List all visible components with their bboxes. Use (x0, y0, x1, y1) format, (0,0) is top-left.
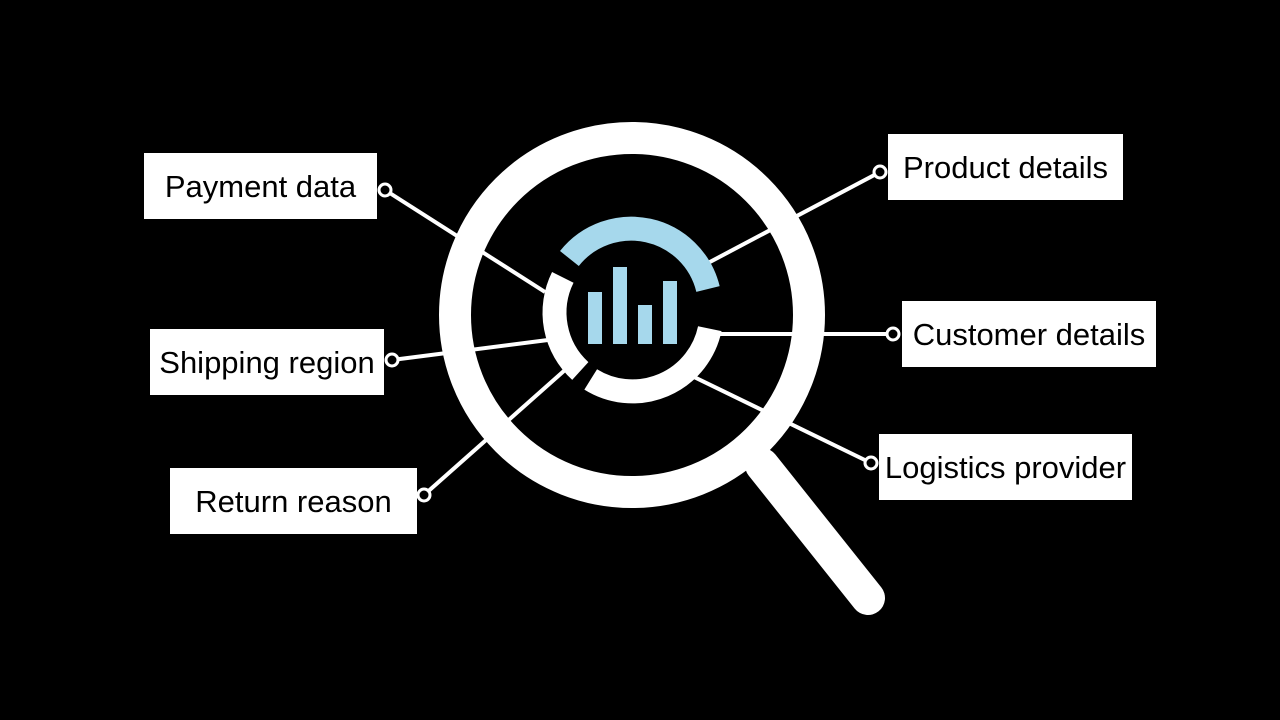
connector-lines (383, 170, 893, 497)
node-product (872, 164, 888, 180)
label-customer-details: Customer details (902, 301, 1156, 367)
connector-shipping (391, 338, 549, 362)
bar-1 (588, 292, 602, 344)
node-payment (377, 182, 393, 198)
bar-3 (638, 305, 652, 344)
node-logistics (863, 455, 879, 471)
label-payment-data: Payment data (144, 153, 377, 219)
ring-gauge-icon (542, 216, 722, 404)
bar-chart-icon (588, 267, 677, 344)
node-customer (885, 326, 901, 342)
connector-payment (383, 188, 547, 294)
bar-4 (663, 281, 677, 344)
label-return-reason: Return reason (170, 468, 417, 534)
label-logistics-provider: Logistics provider (879, 434, 1132, 500)
connector-product (707, 170, 881, 265)
magnifying-glass-icon (439, 122, 825, 508)
node-shipping (384, 352, 400, 368)
magnifier-handle (745, 448, 885, 615)
label-shipping-region: Shipping region (150, 329, 384, 395)
node-return (416, 487, 432, 503)
connector-nodes (377, 164, 901, 503)
connector-logistics (691, 374, 872, 465)
label-product-details: Product details (888, 134, 1123, 200)
bar-2 (613, 267, 627, 344)
connector-return (422, 368, 567, 497)
